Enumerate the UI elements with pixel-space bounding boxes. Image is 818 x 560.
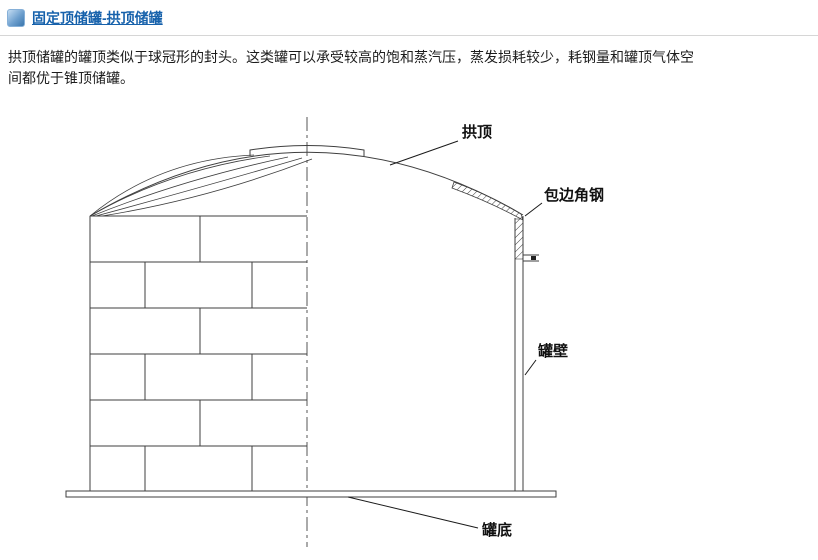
label-dome: 拱顶 <box>462 123 492 141</box>
tank-wall <box>514 216 539 491</box>
leader-curb-angle <box>524 202 543 217</box>
label-wall: 罐壁 <box>537 342 568 360</box>
bullet-icon <box>7 9 25 27</box>
label-bottom: 罐底 <box>481 521 512 539</box>
label-curb-angle: 包边角钢 <box>544 186 604 204</box>
page-header: 固定顶储罐-拱顶储罐 <box>0 0 818 36</box>
tank-diagram: 拱顶 包边角钢 罐壁 罐底 <box>65 117 604 547</box>
leader-lines <box>347 140 543 529</box>
leader-wall <box>524 359 537 376</box>
dome-roof <box>89 145 524 217</box>
shell-plates <box>89 215 307 491</box>
leader-dome <box>389 140 459 166</box>
bottom-plate <box>65 490 557 498</box>
curb-angle-hatch <box>451 181 524 221</box>
dome-apex-cap <box>249 145 365 156</box>
intro-paragraph: 拱顶储罐的罐顶类似于球冠形的封头。这类罐可以承受较高的饱和蒸汽压，蒸发损耗较少，… <box>8 49 694 86</box>
wall-section-hatch <box>514 218 524 260</box>
page-title[interactable]: 固定顶储罐-拱顶储罐 <box>32 10 163 26</box>
leader-bottom <box>347 496 479 529</box>
